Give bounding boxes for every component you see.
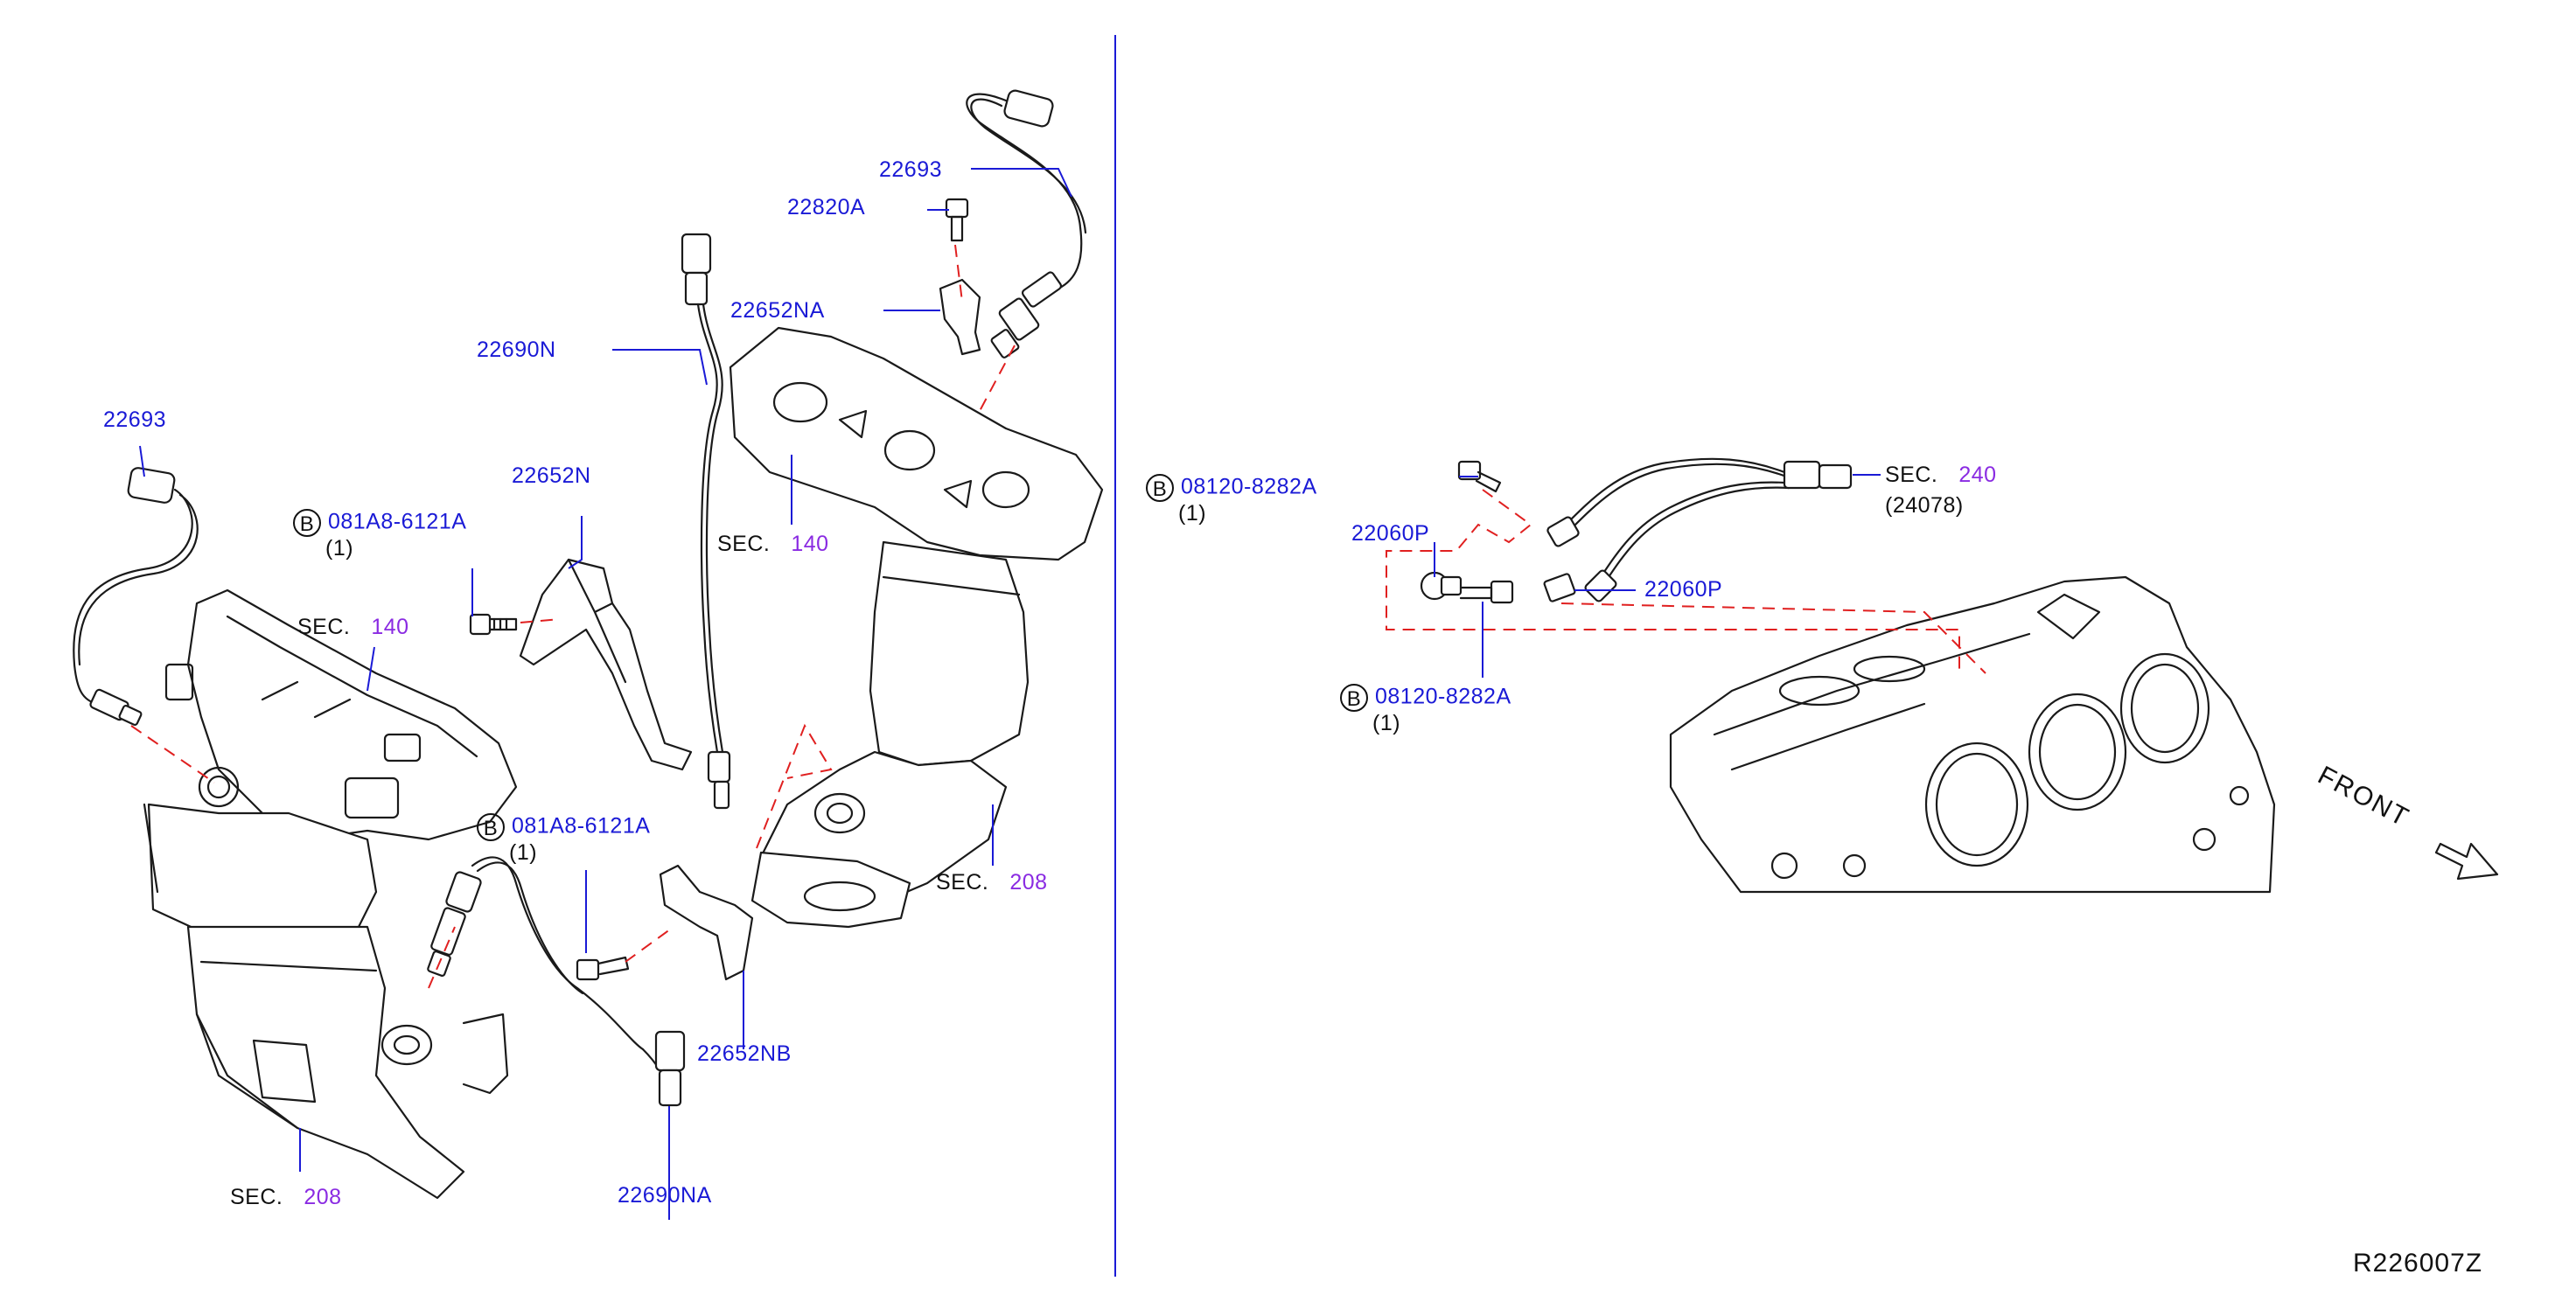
bolt-081A8-lower	[576, 956, 630, 981]
right-exhaust-manifold	[729, 326, 1104, 561]
knock-sensor-left	[1420, 571, 1463, 601]
part-081A8-lower: B 081A8-6121A	[477, 813, 650, 841]
bracket-22652NA	[939, 278, 981, 356]
part-08120-upper-qty: (1)	[1178, 501, 1207, 526]
part-08120-upper: B 08120-8282A	[1146, 474, 1317, 502]
bolt-22820A	[945, 198, 969, 242]
bolt-08120-lower	[1459, 580, 1514, 604]
sec-number: 208	[304, 1185, 342, 1209]
part-081A8-lower-qty: (1)	[509, 840, 538, 865]
part-22652NB: 22652NB	[697, 1041, 792, 1066]
part-22060P-left: 22060P	[1351, 521, 1430, 546]
left-exhaust-manifold	[164, 588, 518, 841]
part-08120-lower: B 08120-8282A	[1340, 684, 1511, 712]
part-22693-top: 22693	[879, 157, 943, 182]
diagram-reference: R226007Z	[2353, 1249, 2483, 1278]
sec-prefix: SEC.	[297, 615, 351, 639]
center-downstream-sensor	[681, 233, 731, 810]
b-marker: B	[1146, 474, 1174, 502]
knock-sensor-right	[1543, 573, 1576, 602]
bolt-081A8-upper	[469, 613, 518, 636]
knock-sensor-harness	[1546, 457, 1853, 602]
left-catalytic-converter	[143, 803, 509, 1200]
sec-prefix: SEC.	[936, 870, 989, 895]
left-downstream-sensor	[427, 856, 686, 1107]
dashed-connectors	[130, 244, 1986, 989]
part-22652N: 22652N	[512, 463, 591, 488]
section-ref-240: SEC. 240	[1885, 464, 1997, 486]
part-22690N: 22690N	[477, 338, 556, 362]
bracket-22652N	[519, 558, 693, 771]
sec-number: 208	[1009, 870, 1048, 895]
bracket-22652NB	[659, 864, 754, 981]
section-ref-240-sub: (24078)	[1885, 493, 1964, 518]
b-marker: B	[477, 813, 505, 841]
b-marker: B	[293, 509, 321, 537]
sec-prefix: SEC.	[1885, 463, 1938, 487]
b-marker: B	[1340, 684, 1368, 712]
part-081A8-upper: B 081A8-6121A	[293, 509, 466, 537]
sec-number: 140	[791, 532, 829, 556]
section-ref-208-right: SEC. 208	[936, 872, 1048, 894]
section-ref-140-left: SEC. 140	[297, 616, 409, 638]
part-08120-lower-number: 08120-8282A	[1375, 684, 1511, 709]
part-081A8-upper-number: 081A8-6121A	[328, 509, 467, 534]
part-22820A: 22820A	[787, 195, 866, 219]
leader-lines	[139, 168, 1881, 1220]
part-22060P-right: 22060P	[1644, 577, 1723, 602]
engine-block	[1669, 575, 2276, 894]
right-oxygen-sensor	[966, 89, 1087, 359]
bolt-08120-upper	[1457, 460, 1502, 493]
part-08120-lower-qty: (1)	[1372, 711, 1401, 735]
sec-number: 140	[371, 615, 409, 639]
part-08120-upper-number: 08120-8282A	[1181, 474, 1317, 499]
front-arrow-icon	[2434, 842, 2499, 881]
part-081A8-upper-qty: (1)	[325, 536, 354, 560]
part-22690NA: 22690NA	[618, 1183, 712, 1208]
right-catalytic-converter	[750, 540, 1030, 929]
part-22652NA: 22652NA	[730, 298, 825, 323]
sec-prefix: SEC.	[230, 1185, 283, 1209]
part-22693-left: 22693	[103, 407, 167, 432]
part-081A8-lower-number: 081A8-6121A	[512, 813, 651, 839]
sec-number: 240	[1958, 463, 1997, 487]
section-ref-208-left: SEC. 208	[230, 1187, 342, 1208]
left-oxygen-sensor	[73, 467, 199, 727]
section-ref-140-center: SEC. 140	[717, 533, 829, 555]
sec-prefix: SEC.	[717, 532, 771, 556]
